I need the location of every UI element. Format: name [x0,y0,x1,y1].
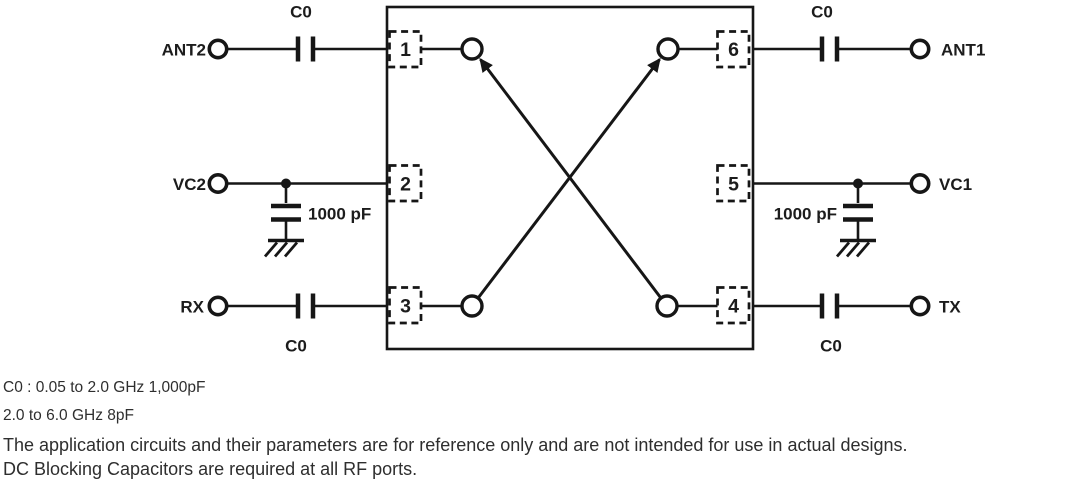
switch-arms [477,57,662,299]
junction-dot-vc1 [853,178,863,189]
ic-body [385,5,755,351]
pin-box-6 [716,30,751,69]
contact-circle-pin1 [460,37,484,61]
ground-symbols [263,238,876,258]
shunt-capacitors [271,178,873,240]
terminal-label-vc2: VC2 [173,175,206,194]
junction-dot-vc2 [281,178,291,189]
terminal-circle-rx [207,295,229,317]
shunt-cap-label-left: 1000 pF [308,205,371,224]
contact-circle-pin6 [656,37,680,61]
terminal-circle-ant2 [207,38,229,60]
ic-outline [385,5,755,351]
wires [228,47,910,308]
note-disclaimer-line2: DC Blocking Capacitors are required at a… [3,459,418,479]
terminal-circle-vc1 [909,173,931,195]
pin-box-1 [388,30,423,69]
c0-label-top-right: C0 [811,3,833,22]
pin-box-3 [388,286,423,325]
terminal-circle-ant1 [909,38,931,60]
note-c0-value-line1: C0 : 0.05 to 2.0 GHz 1,000pF [3,379,206,396]
switch-arm-pin4-to-pin1-arrow [479,57,662,299]
pin-box-5 [716,164,751,203]
ground-symbol-right [835,238,876,258]
terminal-label-rx: RX [180,298,204,317]
shunt-cap-label-right: 1000 pF [774,205,837,224]
note-c0-value-line2: 2.0 to 6.0 GHz 8pF [3,407,134,424]
terminal-label-ant2: ANT2 [162,41,206,60]
series-capacitors [295,36,840,319]
terminal-circle-tx [909,295,931,317]
pin-number-3: 3 [400,296,411,318]
capacitor-labels: C0 C0 C0 C0 1000 pF 1000 pF [285,3,842,356]
ground-symbol-left [263,238,304,258]
pin-number-6: 6 [728,39,739,61]
pin-boxes: 1 2 3 6 5 4 [388,30,751,325]
pin-number-5: 5 [728,174,739,196]
c0-label-top-left: C0 [290,3,312,22]
terminals: ANT2 VC2 RX ANT1 VC1 TX [162,38,985,317]
terminal-label-tx: TX [939,298,961,317]
terminal-circle-vc2 [207,173,229,195]
terminal-label-ant1: ANT1 [941,41,985,60]
c0-label-bottom-left: C0 [285,337,307,356]
c0-label-bottom-right: C0 [820,337,842,356]
contact-circle-pin4 [655,294,679,318]
pin-box-2 [388,164,423,203]
pin-box-4 [716,286,751,325]
terminal-label-vc1: VC1 [939,175,972,194]
pin-number-4: 4 [728,296,739,318]
pin-number-1: 1 [400,39,411,61]
pin-number-2: 2 [400,174,411,196]
note-disclaimer-line1: The application circuits and their param… [3,435,908,455]
contact-circle-pin3 [460,294,484,318]
